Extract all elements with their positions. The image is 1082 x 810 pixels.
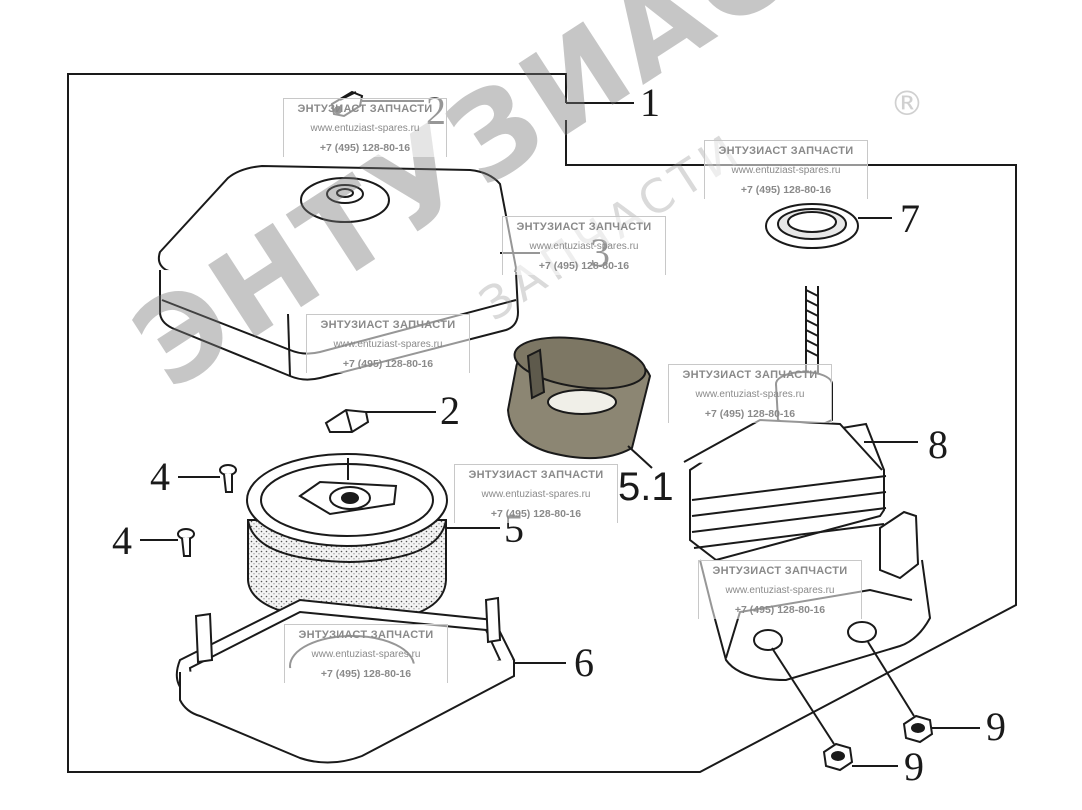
watermark-box: ЭНТУЗИАСТ ЗАПЧАСТИ www.entuziast-spares.… bbox=[668, 364, 832, 423]
watermark-box-url: www.entuziast-spares.ru bbox=[695, 389, 805, 400]
callout-7: 7 bbox=[900, 196, 920, 241]
watermark-box-title: ЭНТУЗИАСТ ЗАПЧАСТИ bbox=[682, 369, 818, 381]
filter-element bbox=[246, 453, 500, 624]
screw-upper bbox=[178, 464, 237, 493]
callout-2-lower: 2 bbox=[440, 388, 460, 433]
foam-prefilter bbox=[506, 336, 653, 469]
watermark-box-url: www.entuziast-spares.ru bbox=[731, 165, 841, 176]
watermark-box: ЭНТУЗИАСТ ЗАПЧАСТИ www.entuziast-spares.… bbox=[283, 98, 447, 157]
watermark-box-phone: +7 (495) 128-80-16 bbox=[704, 408, 796, 420]
watermark-box-phone: +7 (495) 128-80-16 bbox=[734, 604, 826, 616]
air-cleaner-case bbox=[683, 286, 932, 682]
watermark-box-url: www.entuziast-spares.ru bbox=[725, 585, 835, 596]
watermark-box-phone: +7 (495) 128-80-16 bbox=[320, 668, 412, 680]
callout-9-left: 9 bbox=[904, 744, 924, 789]
watermark-box-url: www.entuziast-spares.ru bbox=[529, 241, 639, 252]
callout-4-upper: 4 bbox=[150, 454, 170, 499]
watermark-box-url: www.entuziast-spares.ru bbox=[311, 649, 421, 660]
watermark-box: ЭНТУЗИАСТ ЗАПЧАСТИ www.entuziast-spares.… bbox=[502, 216, 666, 275]
watermark-box-url: www.entuziast-spares.ru bbox=[310, 123, 420, 134]
watermark-box-title: ЭНТУЗИАСТ ЗАПЧАСТИ bbox=[320, 319, 456, 331]
nut-left bbox=[771, 647, 898, 772]
screw-lower bbox=[140, 528, 195, 557]
callout-5-1: 5.1 bbox=[618, 465, 674, 509]
callout-8: 8 bbox=[928, 422, 948, 467]
callout-9-right: 9 bbox=[986, 704, 1006, 749]
watermark-box-title: ЭНТУЗИАСТ ЗАПЧАСТИ bbox=[718, 145, 854, 157]
nut-right bbox=[867, 641, 980, 744]
watermark-box-phone: +7 (495) 128-80-16 bbox=[490, 508, 582, 520]
watermark-box: ЭНТУЗИАСТ ЗАПЧАСТИ www.entuziast-spares.… bbox=[306, 314, 470, 373]
watermark-box-title: ЭНТУЗИАСТ ЗАПЧАСТИ bbox=[298, 629, 434, 641]
watermark-box-url: www.entuziast-spares.ru bbox=[333, 339, 443, 350]
watermark-box-phone: +7 (495) 128-80-16 bbox=[342, 358, 434, 370]
callout-1: 1 bbox=[640, 80, 660, 125]
gasket-ring bbox=[765, 203, 892, 249]
watermark-box: ЭНТУЗИАСТ ЗАПЧАСТИ www.entuziast-spares.… bbox=[284, 624, 448, 683]
watermark-box-title: ЭНТУЗИАСТ ЗАПЧАСТИ bbox=[712, 565, 848, 577]
callout-6: 6 bbox=[574, 640, 594, 685]
clip-lower bbox=[324, 408, 436, 433]
watermark-box-phone: +7 (495) 128-80-16 bbox=[319, 142, 411, 154]
watermark-box-title: ЭНТУЗИАСТ ЗАПЧАСТИ bbox=[468, 469, 604, 481]
watermark-box-url: www.entuziast-spares.ru bbox=[481, 489, 591, 500]
watermark-box: ЭНТУЗИАСТ ЗАПЧАСТИ www.entuziast-spares.… bbox=[698, 560, 862, 619]
watermark-box-title: ЭНТУЗИАСТ ЗАПЧАСТИ bbox=[297, 103, 433, 115]
watermark-box-phone: +7 (495) 128-80-16 bbox=[740, 184, 832, 196]
watermark-box-title: ЭНТУЗИАСТ ЗАПЧАСТИ bbox=[516, 221, 652, 233]
watermark-box-phone: +7 (495) 128-80-16 bbox=[538, 260, 630, 272]
callout-4-lower: 4 bbox=[112, 518, 132, 563]
watermark-box: ЭНТУЗИАСТ ЗАПЧАСТИ www.entuziast-spares.… bbox=[704, 140, 868, 199]
watermark-box: ЭНТУЗИАСТ ЗАПЧАСТИ www.entuziast-spares.… bbox=[454, 464, 618, 523]
